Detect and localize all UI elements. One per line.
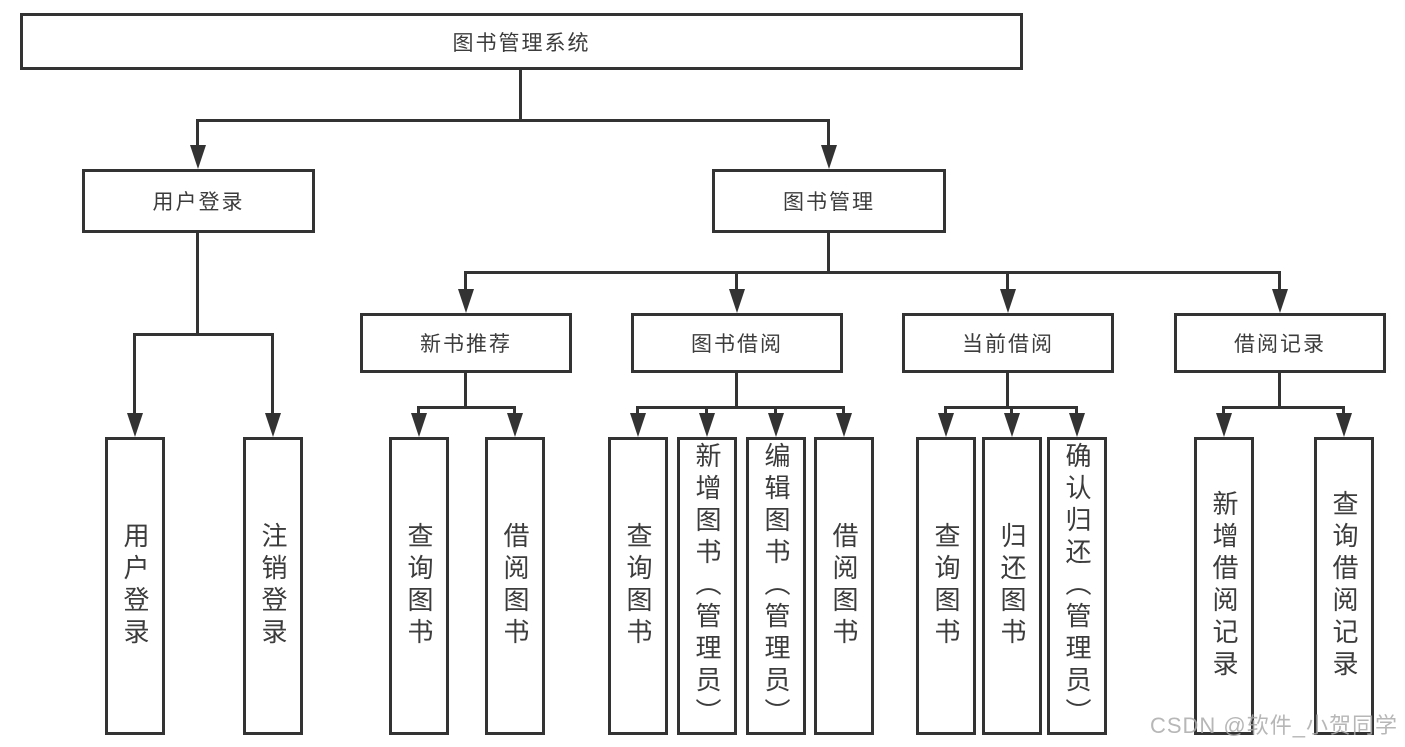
connector-vline: [1278, 370, 1281, 409]
node-current-borrowing-label: 当前借阅: [962, 333, 1054, 356]
arrow-down-icon: [630, 413, 646, 437]
connector-vline: [196, 230, 199, 336]
node-borrowing-records-label: 借阅记录: [1234, 333, 1326, 356]
connector-vline: [133, 333, 136, 415]
leaf-confirm-return-admin-label: 确认归还（管理员）: [1062, 442, 1092, 730]
arrow-down-icon: [1004, 413, 1020, 437]
leaf-query-books-current-label: 查询图书: [931, 522, 961, 650]
leaf-user-login-label: 用户登录: [120, 522, 150, 650]
arrow-down-icon: [190, 145, 206, 169]
arrow-down-icon: [1000, 289, 1016, 313]
leaf-add-borrow-record-label: 新增借阅记录: [1209, 490, 1239, 682]
leaf-borrow-books-label: 借阅图书: [829, 522, 859, 650]
node-root-label: 图书管理系统: [452, 31, 591, 55]
arrow-down-icon: [411, 413, 427, 437]
leaf-user-login: 用户登录: [105, 437, 165, 735]
connector-hline: [196, 119, 830, 122]
connector-vline: [1278, 271, 1281, 292]
connector-vline: [735, 271, 738, 292]
arrow-down-icon: [699, 413, 715, 437]
leaf-borrow-books-recommend-label: 借阅图书: [500, 522, 530, 650]
connector-vline: [196, 119, 199, 148]
connector-vline: [1222, 406, 1225, 416]
arrow-down-icon: [821, 145, 837, 169]
leaf-borrow-books: 借阅图书: [814, 437, 874, 735]
leaf-return-books: 归还图书: [982, 437, 1042, 735]
leaf-query-borrow-record: 查询借阅记录: [1314, 437, 1374, 735]
arrow-down-icon: [507, 413, 523, 437]
node-book-borrowing-label: 图书借阅: [691, 333, 783, 356]
node-book-management-label: 图书管理: [783, 191, 875, 214]
leaf-query-borrow-record-label: 查询借阅记录: [1329, 490, 1359, 682]
leaf-query-books-borrowing: 查询图书: [608, 437, 668, 735]
node-book-management: 图书管理: [712, 169, 946, 233]
connector-vline: [774, 406, 777, 416]
connector-vline: [1006, 370, 1009, 409]
connector-vline: [827, 119, 830, 148]
node-book-borrowing: 图书借阅: [631, 313, 843, 373]
arrow-down-icon: [938, 413, 954, 437]
arrow-down-icon: [265, 413, 281, 437]
node-user-login: 用户登录: [82, 169, 315, 233]
connector-vline: [827, 230, 830, 274]
leaf-add-book-admin-label: 新增图书（管理员）: [692, 442, 722, 730]
leaf-add-borrow-record: 新增借阅记录: [1194, 437, 1254, 735]
connector-vline: [735, 370, 738, 409]
leaf-return-books-label: 归还图书: [997, 522, 1027, 650]
arrow-down-icon: [1272, 289, 1288, 313]
connector-hline: [417, 406, 516, 409]
node-current-borrowing: 当前借阅: [902, 313, 1114, 373]
connector-hline: [133, 333, 274, 336]
connector-vline: [464, 271, 467, 292]
leaf-confirm-return-admin: 确认归还（管理员）: [1047, 437, 1107, 735]
connector-vline: [464, 370, 467, 409]
leaf-query-books-current: 查询图书: [916, 437, 976, 735]
connector-vline: [417, 406, 420, 416]
connector-vline: [519, 68, 522, 122]
leaf-logout-label: 注销登录: [258, 522, 288, 650]
connector-vline: [1006, 271, 1009, 292]
connector-vline: [513, 406, 516, 416]
leaf-query-books-recommend-label: 查询图书: [404, 522, 434, 650]
arrow-down-icon: [1216, 413, 1232, 437]
arrow-down-icon: [768, 413, 784, 437]
connector-vline: [1010, 406, 1013, 416]
node-root: 图书管理系统: [20, 13, 1023, 70]
connector-vline: [271, 333, 274, 415]
connector-vline: [705, 406, 708, 416]
leaf-edit-book-admin: 编辑图书（管理员）: [746, 437, 806, 735]
arrow-down-icon: [127, 413, 143, 437]
arrow-down-icon: [729, 289, 745, 313]
connector-vline: [944, 406, 947, 416]
node-borrowing-records: 借阅记录: [1174, 313, 1386, 373]
connector-hline: [464, 271, 1281, 274]
node-new-book-recommend: 新书推荐: [360, 313, 572, 373]
leaf-borrow-books-recommend: 借阅图书: [485, 437, 545, 735]
csdn-watermark: CSDN @软件_小贺同学: [1149, 713, 1398, 738]
node-new-book-recommend-label: 新书推荐: [420, 333, 512, 356]
leaf-logout: 注销登录: [243, 437, 303, 735]
leaf-add-book-admin: 新增图书（管理员）: [677, 437, 737, 735]
connector-hline: [1222, 406, 1345, 409]
arrow-down-icon: [458, 289, 474, 313]
connector-vline: [1075, 406, 1078, 416]
arrow-down-icon: [1336, 413, 1352, 437]
node-user-login-label: 用户登录: [152, 191, 245, 214]
connector-hline: [636, 406, 845, 409]
arrow-down-icon: [836, 413, 852, 437]
leaf-edit-book-admin-label: 编辑图书（管理员）: [761, 442, 791, 730]
connector-vline: [636, 406, 639, 416]
leaf-query-books-recommend: 查询图书: [389, 437, 449, 735]
arrow-down-icon: [1069, 413, 1085, 437]
connector-vline: [1342, 406, 1345, 416]
leaf-query-books-borrowing-label: 查询图书: [623, 522, 653, 650]
connector-vline: [842, 406, 845, 416]
